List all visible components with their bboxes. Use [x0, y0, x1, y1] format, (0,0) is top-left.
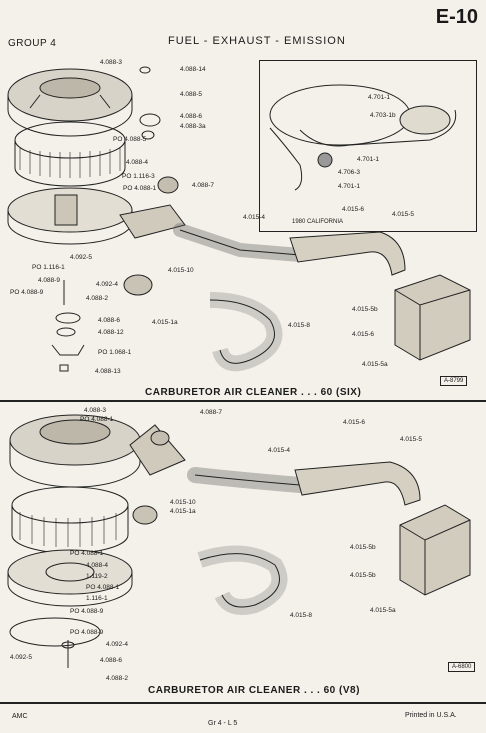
- filter-housing-six: [394, 274, 471, 361]
- callout-label: PO 4.088-1: [123, 185, 157, 192]
- callout-label: 4.092-5: [10, 654, 33, 661]
- footer-printed: Printed in U.S.A.: [405, 712, 457, 719]
- callout-label: PO 1.116-3: [122, 173, 155, 180]
- callout-label: 4.088-6: [180, 113, 203, 120]
- callout-label: 4.701-1: [357, 156, 380, 163]
- callout-label: 4.088-5: [180, 91, 203, 98]
- inset-frame: [259, 60, 477, 232]
- callout-label: PO 1.116-1: [32, 264, 65, 271]
- small-parts-six: [51, 66, 179, 372]
- footer-brand: AMC: [12, 713, 28, 720]
- callout-label: 4.015-1a: [152, 319, 178, 326]
- callout-label: 4.015-6: [342, 206, 365, 213]
- section-divider: [0, 400, 486, 402]
- callout-label: 4.088-7: [192, 182, 215, 189]
- callout-label: 4.092-5: [70, 254, 93, 261]
- callout-label: PO 4.088-9: [70, 608, 104, 615]
- callout-label: 4.701-1: [368, 94, 391, 101]
- air-cleaner-lid-v8: [9, 414, 141, 488]
- filter-element-v8: [11, 486, 129, 554]
- filter-element-six: [14, 121, 126, 187]
- callout-label: 4.088-6: [98, 317, 121, 324]
- callout-label: 4.088-14: [180, 66, 206, 73]
- callout-label: PO 4.088-5: [113, 136, 147, 143]
- callout-label: 4.015-8: [288, 322, 311, 329]
- callout-label: 4.088-12: [98, 329, 124, 336]
- callout-label: PO 4.088-9: [70, 629, 104, 636]
- callout-label: 4.703-1b: [370, 112, 396, 119]
- callout-label: 4.701-1: [338, 183, 361, 190]
- section1-caption: CARBURETOR AIR CLEANER . . . 60 (SIX): [145, 387, 362, 398]
- air-cleaner-base-v8: [7, 549, 133, 668]
- callout-label: 4.015-5: [400, 436, 423, 443]
- callout-label: 4.088-13: [95, 368, 121, 375]
- callout-label: 4.088-9: [38, 277, 61, 284]
- callout-label: 4.015-5b: [350, 544, 376, 551]
- callout-label: 1.119-2: [86, 573, 108, 580]
- filter-housing-v8: [399, 504, 471, 596]
- footer-page: Gr 4 - L 5: [208, 720, 238, 727]
- callout-label: 4.015-6: [352, 331, 375, 338]
- callout-label: 4.015-8: [290, 612, 313, 619]
- callout-label: 4.015-5b: [352, 306, 378, 313]
- air-cleaner-base-six: [7, 187, 186, 245]
- section2-caption: CARBURETOR AIR CLEANER . . . 60 (V8): [148, 685, 360, 696]
- callout-label: 4.015-10: [168, 267, 194, 274]
- callout-label: 4.088-7: [200, 409, 223, 416]
- page-title: FUEL - EXHAUST - EMISSION: [168, 35, 346, 47]
- callout-label: PO 4.088-9: [10, 289, 44, 296]
- duct-hose-six: [123, 223, 406, 372]
- callout-label: PO 1.068-1: [98, 349, 132, 356]
- callout-label: 4.088-4: [86, 562, 109, 569]
- callout-label: 4.088-6: [100, 657, 123, 664]
- callout-label: 4.092-4: [96, 281, 119, 288]
- inset-note: 1980 CALIFORNIA: [292, 219, 344, 225]
- callout-label: 4.015-5a: [370, 607, 396, 614]
- footer-divider: [0, 702, 486, 704]
- callout-label: 4.088-3: [84, 407, 107, 414]
- group-label: GROUP 4: [8, 38, 57, 49]
- callout-label: 4.015-1a: [170, 508, 196, 515]
- callout-label: 4.015-10: [170, 499, 196, 506]
- callout-label: 4.015-4: [268, 447, 291, 454]
- callout-label: 4.015-5b: [350, 572, 376, 579]
- callout-label: 4.015-5a: [362, 361, 388, 368]
- callout-label: PO 4.088-1: [70, 550, 104, 557]
- callout-label: 4.088-4: [126, 159, 149, 166]
- callout-label: 4.088-3: [100, 59, 123, 66]
- callout-label: 4.088-2: [86, 295, 109, 302]
- callout-label: 4.015-5: [392, 211, 415, 218]
- section2-ref: A-6800: [448, 662, 476, 672]
- callout-label: 4.706-3: [338, 169, 361, 176]
- callout-label: 1.116-1: [86, 595, 108, 602]
- callout-label: 4.015-6: [343, 419, 366, 426]
- section1-ref: A-8799: [440, 376, 468, 386]
- callout-label: 4.088-2: [106, 675, 129, 682]
- inset-vacuum-parts: [269, 84, 457, 191]
- air-cleaner-lid-six: [7, 68, 133, 137]
- callout-label: 4.092-4: [106, 641, 129, 648]
- callout-label: PO 4.088-1: [80, 416, 114, 423]
- duct-hose-v8: [129, 424, 421, 615]
- callout-label: 4.088-3a: [180, 123, 206, 130]
- page-code: E-10: [435, 6, 478, 28]
- callout-label: PO 4.088-1: [86, 584, 120, 591]
- callout-label: 4.015-4: [243, 214, 266, 221]
